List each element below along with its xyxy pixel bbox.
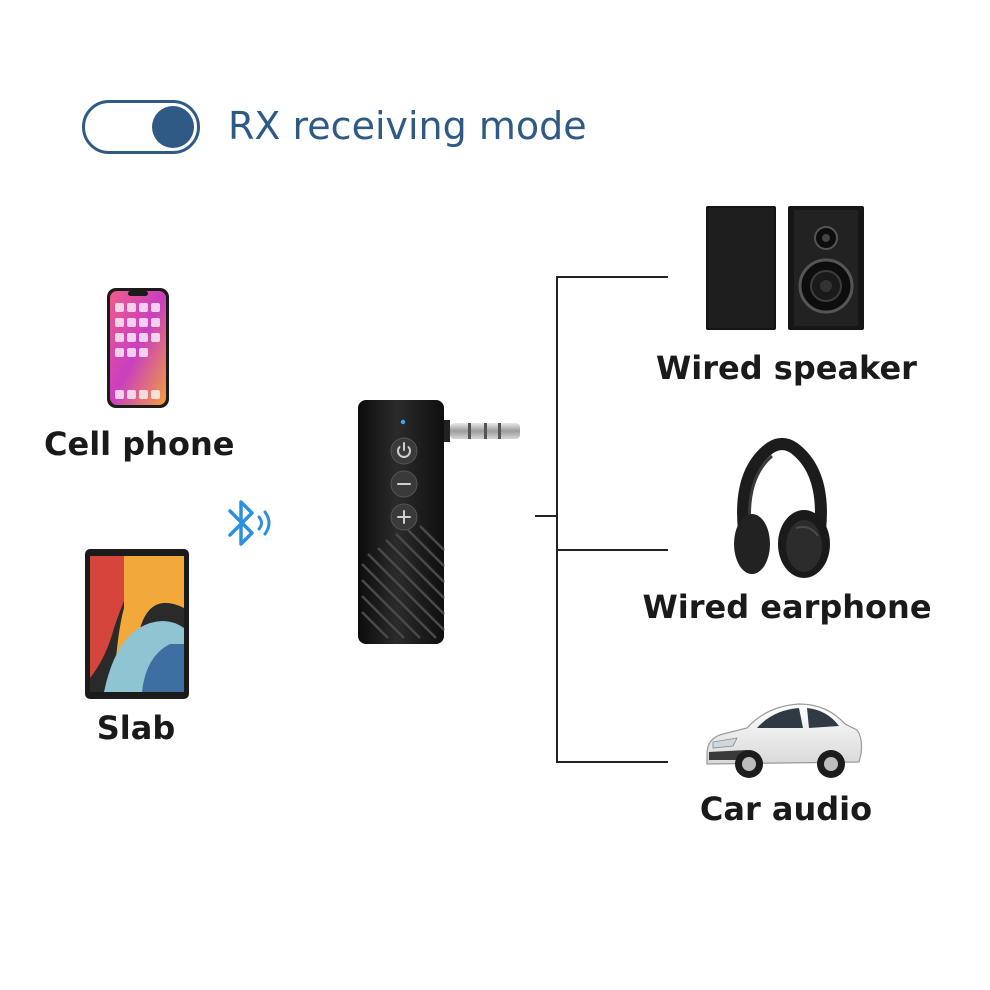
branch-line-speaker [556,276,668,278]
branch-line-car [556,761,668,763]
output-label-wired-earphone: Wired earphone [642,588,932,626]
speaker-icon [706,206,864,330]
toggle-knob [152,106,194,148]
mode-toggle[interactable] [82,100,200,154]
branch-trunk-line [556,276,558,763]
bluetooth-receiver-icon [358,400,520,644]
source-label-slab: Slab [96,709,176,747]
output-label-wired-speaker: Wired speaker [656,349,917,387]
bluetooth-icon [228,500,271,546]
output-label-car-audio: Car audio [699,790,873,828]
tablet-icon [85,549,189,699]
branch-line-earphone [556,549,668,551]
device-connector-line [535,515,557,517]
car-icon [706,703,863,778]
smartphone-icon [107,288,169,408]
headphones-icon [734,438,830,578]
mode-label: RX receiving mode [228,104,587,148]
source-label-cell-phone: Cell phone [44,425,235,463]
